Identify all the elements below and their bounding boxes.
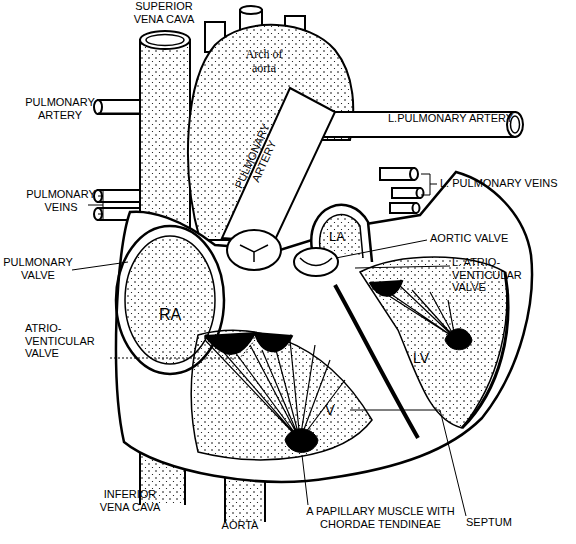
vessel-opening (240, 6, 262, 14)
leader-line (98, 113, 140, 114)
chordae-tendineae (372, 284, 455, 338)
chamber-label: LV (406, 350, 436, 366)
vessel-opening (410, 168, 418, 180)
valve-cusps (240, 245, 268, 262)
septum-wall (335, 285, 418, 438)
vessel-opening (146, 35, 184, 46)
leader-line (355, 266, 450, 268)
chordae-tendineae (205, 340, 345, 440)
leader-lines (72, 113, 466, 516)
vessel-opening (413, 203, 420, 213)
papillary-muscle (445, 329, 472, 350)
vessel-label: PULMONARY VEINS (22, 188, 100, 213)
heart-body (116, 172, 532, 482)
vessel-label: Arch of aorta (238, 48, 290, 76)
aortic-valve (294, 248, 338, 276)
vessel-label: L.PULMONARY ARTERY (388, 112, 558, 125)
valve-label: PULMONARY VALVE (0, 256, 76, 281)
part-label: A PAPILLARY MUSCLE WITH CHORDAE TENDINEA… (298, 505, 463, 530)
heart-outline (116, 172, 532, 482)
pulmonary-valve (227, 230, 281, 270)
pulmonary-vein (380, 168, 414, 180)
valve-label: AORTIC VALVE (430, 232, 550, 245)
pulmonary-vein (98, 190, 142, 202)
chamber-label: RA (150, 306, 190, 324)
vessel-opening (417, 188, 424, 198)
pulmonary-vein (98, 100, 142, 114)
valve-label: ATRIO- VENTICULAR VALVE (25, 322, 110, 360)
leader-line (336, 240, 427, 258)
papillary-muscle (285, 429, 318, 453)
superior-vena-cava (140, 40, 190, 232)
chamber-label: LA (322, 230, 352, 245)
vessel-label: PULMONARY ARTERY (20, 96, 100, 121)
vessel-label: SUPERIOR VENA CAVA (125, 0, 203, 25)
leader-line (110, 340, 255, 358)
vessel-opening (94, 100, 102, 114)
leader-line (72, 262, 128, 270)
chordae-lines (205, 340, 345, 440)
right-ventricle (191, 330, 372, 459)
vessel-label: INFERIOR VENA CAVA (98, 488, 162, 513)
vessel-label: L. PULMONARY VEINS (440, 177, 570, 190)
valve-cusps (300, 258, 332, 266)
vessel-opening (140, 31, 190, 49)
vessel-stipple (140, 40, 190, 232)
leader-line (350, 410, 466, 516)
valve-leaflet (205, 332, 292, 353)
part-label: SEPTUM (466, 516, 546, 529)
ventricle-wall (462, 272, 508, 428)
chordae-lines (372, 284, 455, 338)
vessel-label: AORTA (200, 519, 280, 532)
chamber-label: V (318, 402, 342, 418)
valve-label: L. ATRIO- VENTICULAR VALVE (452, 256, 540, 294)
leader-line (302, 455, 308, 505)
bracket (421, 174, 437, 195)
valve-leaflet (370, 280, 402, 295)
